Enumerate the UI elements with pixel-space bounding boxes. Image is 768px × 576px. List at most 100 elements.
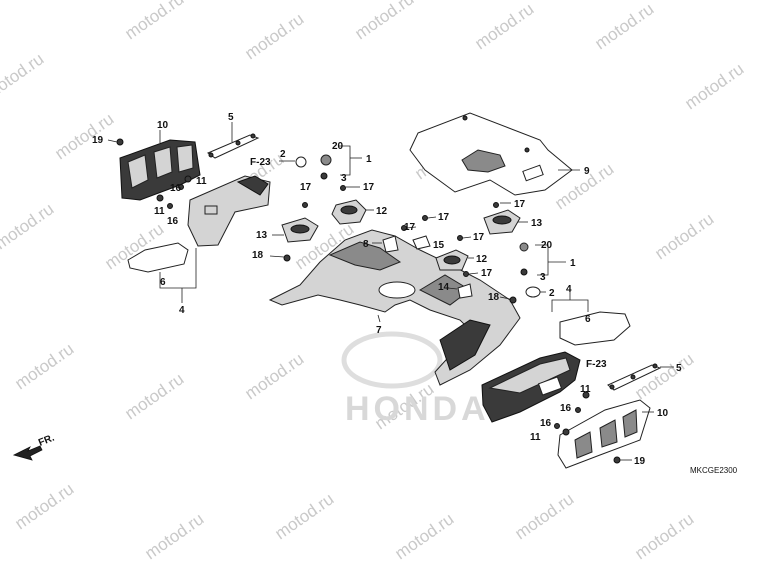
bolt-18-left[interactable] (283, 254, 291, 262)
label-part-19-left: 19 (92, 135, 104, 146)
label-part-13-right: 13 (531, 218, 543, 229)
watermark: motod.ru (241, 349, 307, 403)
label-part-17-b: 17 (300, 182, 312, 193)
watermark: motod.ru (681, 59, 747, 113)
reference-f23-left: F-23 (250, 157, 271, 168)
reference-f23-right: F-23 (586, 359, 607, 370)
label-part-19-right: 19 (634, 456, 646, 467)
label-part-17-f: 17 (481, 268, 493, 279)
mount-set-1-right[interactable] (519, 242, 566, 276)
label-part-18-right: 18 (488, 292, 500, 303)
washer-16-left-b[interactable] (167, 203, 173, 209)
bolt-19-right[interactable] (613, 456, 621, 464)
watermark: motod.ru (631, 509, 697, 563)
label-part-4-left: 4 (179, 305, 185, 316)
label-part-17-e: 17 (473, 232, 485, 243)
label-part-16-right-b: 16 (540, 418, 552, 429)
label-part-12-top: 12 (376, 206, 388, 217)
label-part-16-left-a: 16 (170, 183, 182, 194)
label-part-17-a: 17 (363, 182, 375, 193)
front-direction-arrow: FR. (12, 432, 56, 461)
bolt-17-f[interactable] (463, 271, 469, 277)
label-part-3-right: 3 (540, 272, 546, 283)
heat-plate-6-left[interactable] (127, 242, 189, 273)
watermark: motod.ru (121, 0, 187, 43)
bolt-18-right[interactable] (509, 296, 517, 304)
watermark: motod.ru (121, 369, 187, 423)
label-part-1-right: 1 (570, 258, 576, 269)
brand-mark: HONDA (345, 390, 490, 428)
label-part-15: 15 (433, 240, 445, 251)
watermark: motod.ru (51, 109, 117, 163)
label-part-13-left: 13 (256, 230, 268, 241)
nut-11-left-b[interactable] (156, 194, 164, 202)
rubber-mount-12-top[interactable] (331, 199, 374, 225)
label-part-20-right: 20 (541, 240, 553, 251)
bracket-5-left[interactable] (206, 122, 260, 159)
damper-15[interactable] (412, 235, 474, 271)
label-part-20-left: 20 (332, 141, 344, 152)
label-part-11-right-b: 11 (530, 432, 541, 443)
bolt-17-d[interactable] (422, 215, 428, 221)
washer-16-right-b[interactable] (554, 423, 560, 429)
label-part-6-right: 6 (585, 314, 591, 325)
bolt-17-b[interactable] (302, 202, 308, 208)
label-part-11-left-a: 11 (196, 176, 207, 187)
watermark: motod.ru (351, 0, 417, 43)
label-part-12-mid: 12 (476, 254, 488, 265)
left-cover-10[interactable] (119, 130, 201, 201)
watermark: motod.ru (0, 199, 57, 253)
rubber-mount-13-left[interactable] (272, 217, 319, 243)
label-part-2-left: 2 (280, 149, 286, 160)
label-part-4-right: 4 (566, 284, 572, 295)
label-part-11-right-a: 11 (580, 384, 591, 395)
right-cover-10[interactable] (557, 399, 654, 469)
bracket-5-right[interactable] (607, 363, 674, 391)
label-part-7: 7 (376, 325, 382, 336)
nut-11-left-a[interactable] (184, 175, 192, 183)
watermark: motod.ru (0, 49, 47, 103)
bolt-19-left[interactable] (116, 138, 124, 146)
label-part-14: 14 (438, 282, 450, 293)
watermark: motod.ru (651, 209, 717, 263)
right-box-4[interactable] (481, 292, 631, 423)
washer-16-right-a[interactable] (575, 407, 581, 413)
front-direction-label: FR. (37, 432, 56, 448)
label-part-17-c: 17 (404, 222, 416, 233)
label-part-17-d: 17 (438, 212, 450, 223)
diagram-code: MKCGE2300 (690, 466, 738, 475)
clamp-8[interactable] (372, 235, 399, 253)
label-part-17-g: 17 (514, 199, 526, 210)
label-part-5-right: 5 (676, 363, 682, 374)
washer-16-left-a[interactable] (178, 184, 184, 190)
label-part-16-right-a: 16 (560, 403, 572, 414)
watermark: motod.ru (391, 509, 457, 563)
watermark: motod.ru (11, 339, 77, 393)
bolt-17-c[interactable] (401, 225, 407, 231)
bolt-17-a[interactable] (340, 185, 346, 191)
grommet-2-right[interactable] (525, 286, 546, 298)
rubber-mount-13-right[interactable] (483, 209, 528, 235)
label-part-10-right: 10 (657, 408, 669, 419)
nut-11-right-b[interactable] (562, 428, 570, 436)
watermark: motod.ru (471, 0, 537, 53)
label-part-8: 8 (363, 239, 369, 250)
bolt-17-g[interactable] (493, 202, 499, 208)
plate-9[interactable] (409, 112, 580, 196)
clip-14[interactable] (447, 283, 473, 299)
label-part-1-left: 1 (366, 154, 372, 165)
nut-11-right-a[interactable] (582, 391, 590, 399)
label-part-11-left-b: 11 (154, 206, 165, 217)
grommet-2-left[interactable] (279, 156, 307, 168)
bolt-17-e[interactable] (457, 235, 463, 241)
label-part-6-left: 6 (160, 277, 166, 288)
mount-set-1-left[interactable] (320, 145, 362, 180)
heat-plate-6-right[interactable] (559, 311, 631, 346)
watermark: motod.ru (241, 9, 307, 63)
left-box-4[interactable] (127, 175, 271, 303)
label-part-5-left: 5 (228, 112, 234, 123)
watermark: motod.ru (11, 479, 77, 533)
label-part-10-left: 10 (157, 120, 169, 131)
label-part-3-left: 3 (341, 173, 347, 184)
